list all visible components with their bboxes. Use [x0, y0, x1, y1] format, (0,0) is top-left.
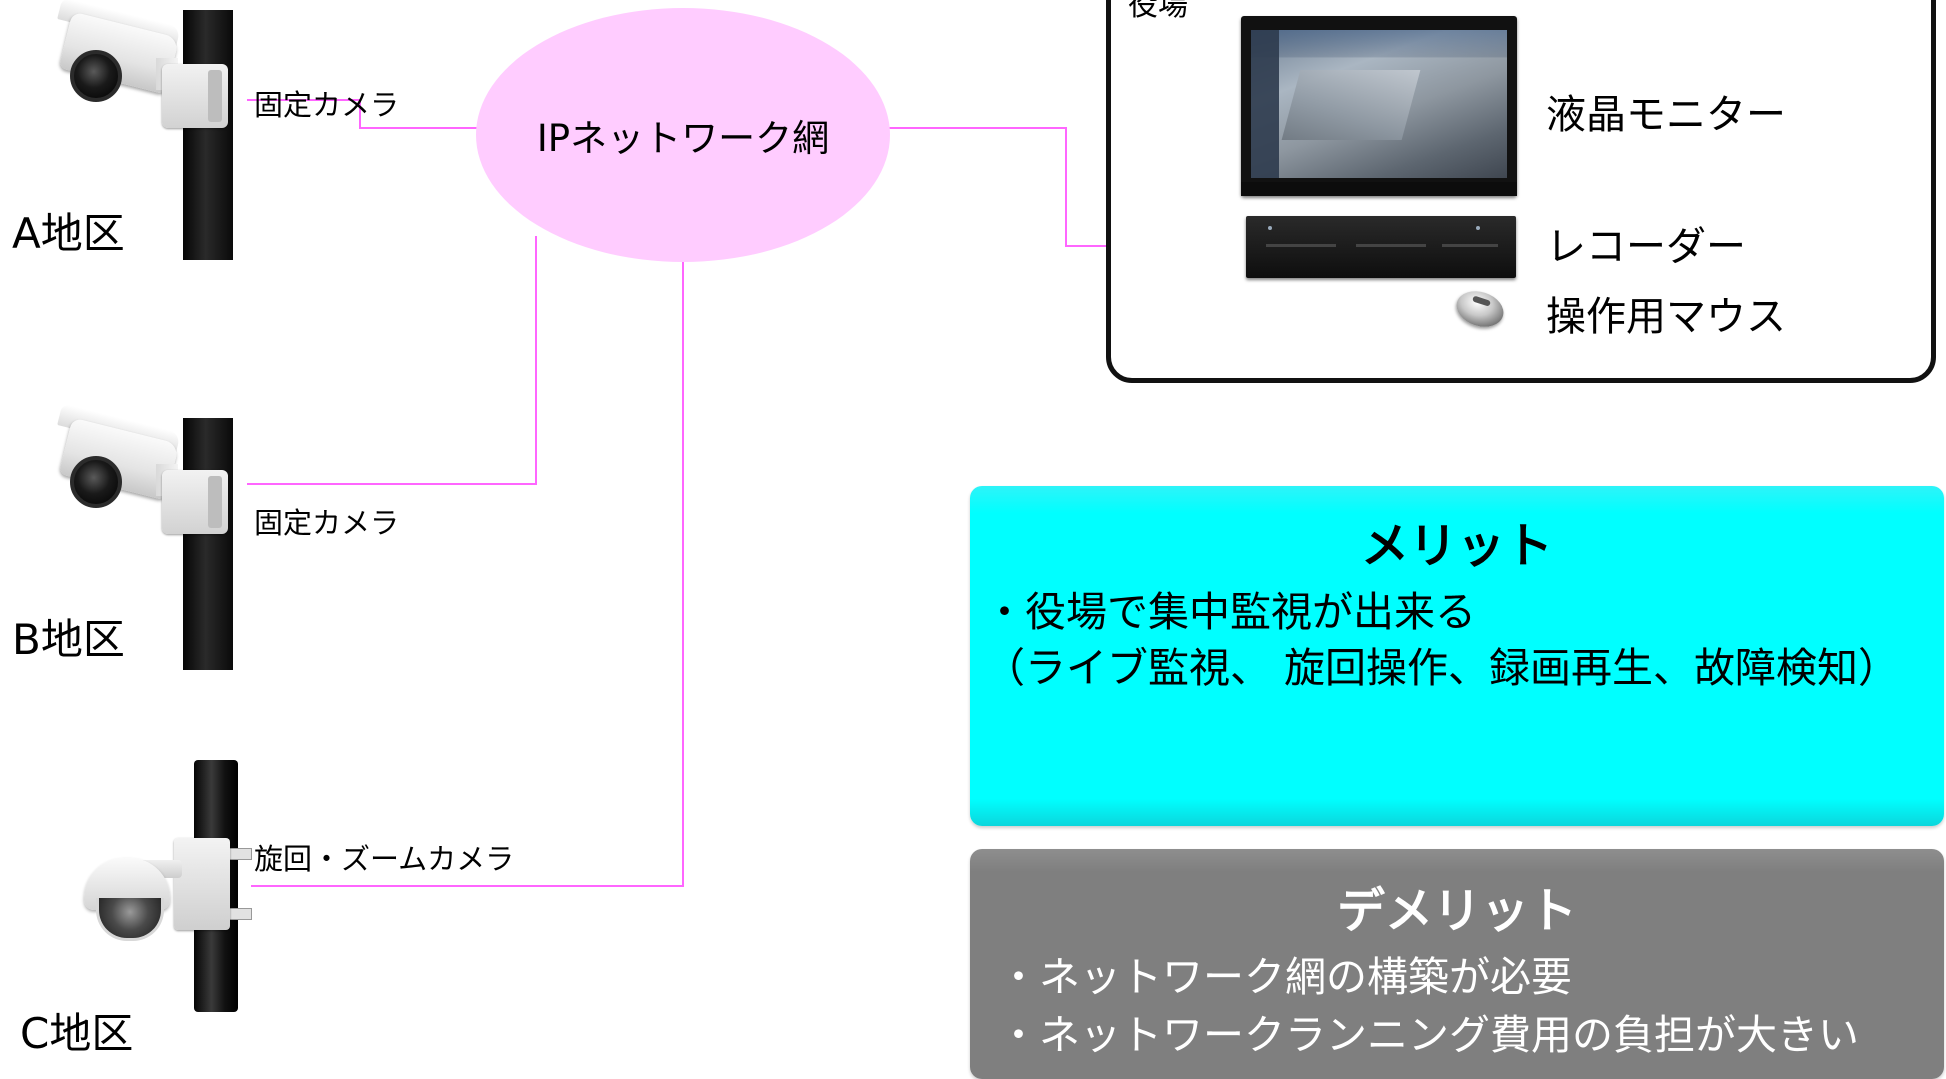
district-a-label: A地区 — [12, 209, 125, 258]
merit-line-1: ・役場で集中監視が出来る — [984, 588, 1476, 636]
camera-a-label: 固定カメラ — [254, 88, 400, 122]
wire-camera-c — [251, 262, 684, 887]
lcd-monitor-label: 液晶モニター — [1546, 92, 1786, 138]
recorder-icon — [1246, 216, 1516, 278]
demerit-box: デメリット ・ネットワーク網の構築が必要 ・ネットワークランニング費用の負担が大… — [970, 849, 1944, 1079]
camera-c-label: 旋回・ズームカメラ — [254, 842, 515, 876]
pole-a — [183, 10, 233, 260]
office-frame — [1106, 0, 1936, 383]
district-b-label: B地区 — [12, 615, 125, 664]
office-label: 役場 — [1128, 0, 1188, 23]
wire-camera-b — [247, 236, 537, 485]
ip-network-label: IPネットワーク網 — [536, 117, 830, 160]
camera-b-label: 固定カメラ — [254, 506, 400, 540]
lcd-monitor-icon — [1241, 16, 1517, 196]
demerit-line-1: ・ネットワーク網の構築が必要 — [998, 953, 1572, 1001]
demerit-line-2: ・ネットワークランニング費用の負担が大きい — [998, 1011, 1859, 1059]
recorder-label: レコーダー — [1546, 224, 1746, 270]
mouse-label: 操作用マウス — [1546, 294, 1786, 340]
merit-title: メリット — [1360, 518, 1553, 574]
pole-b — [183, 418, 233, 670]
demerit-title: デメリット — [1336, 883, 1577, 939]
ip-network-node: IPネットワーク網 — [476, 8, 890, 262]
wire-camera-a — [247, 99, 478, 129]
merit-line-2: （ライブ監視、 旋回操作、録画再生、故障検知） — [984, 644, 1900, 692]
district-c-label: C地区 — [20, 1009, 134, 1058]
merit-box: メリット ・役場で集中監視が出来る （ライブ監視、 旋回操作、録画再生、故障検知… — [970, 486, 1944, 826]
